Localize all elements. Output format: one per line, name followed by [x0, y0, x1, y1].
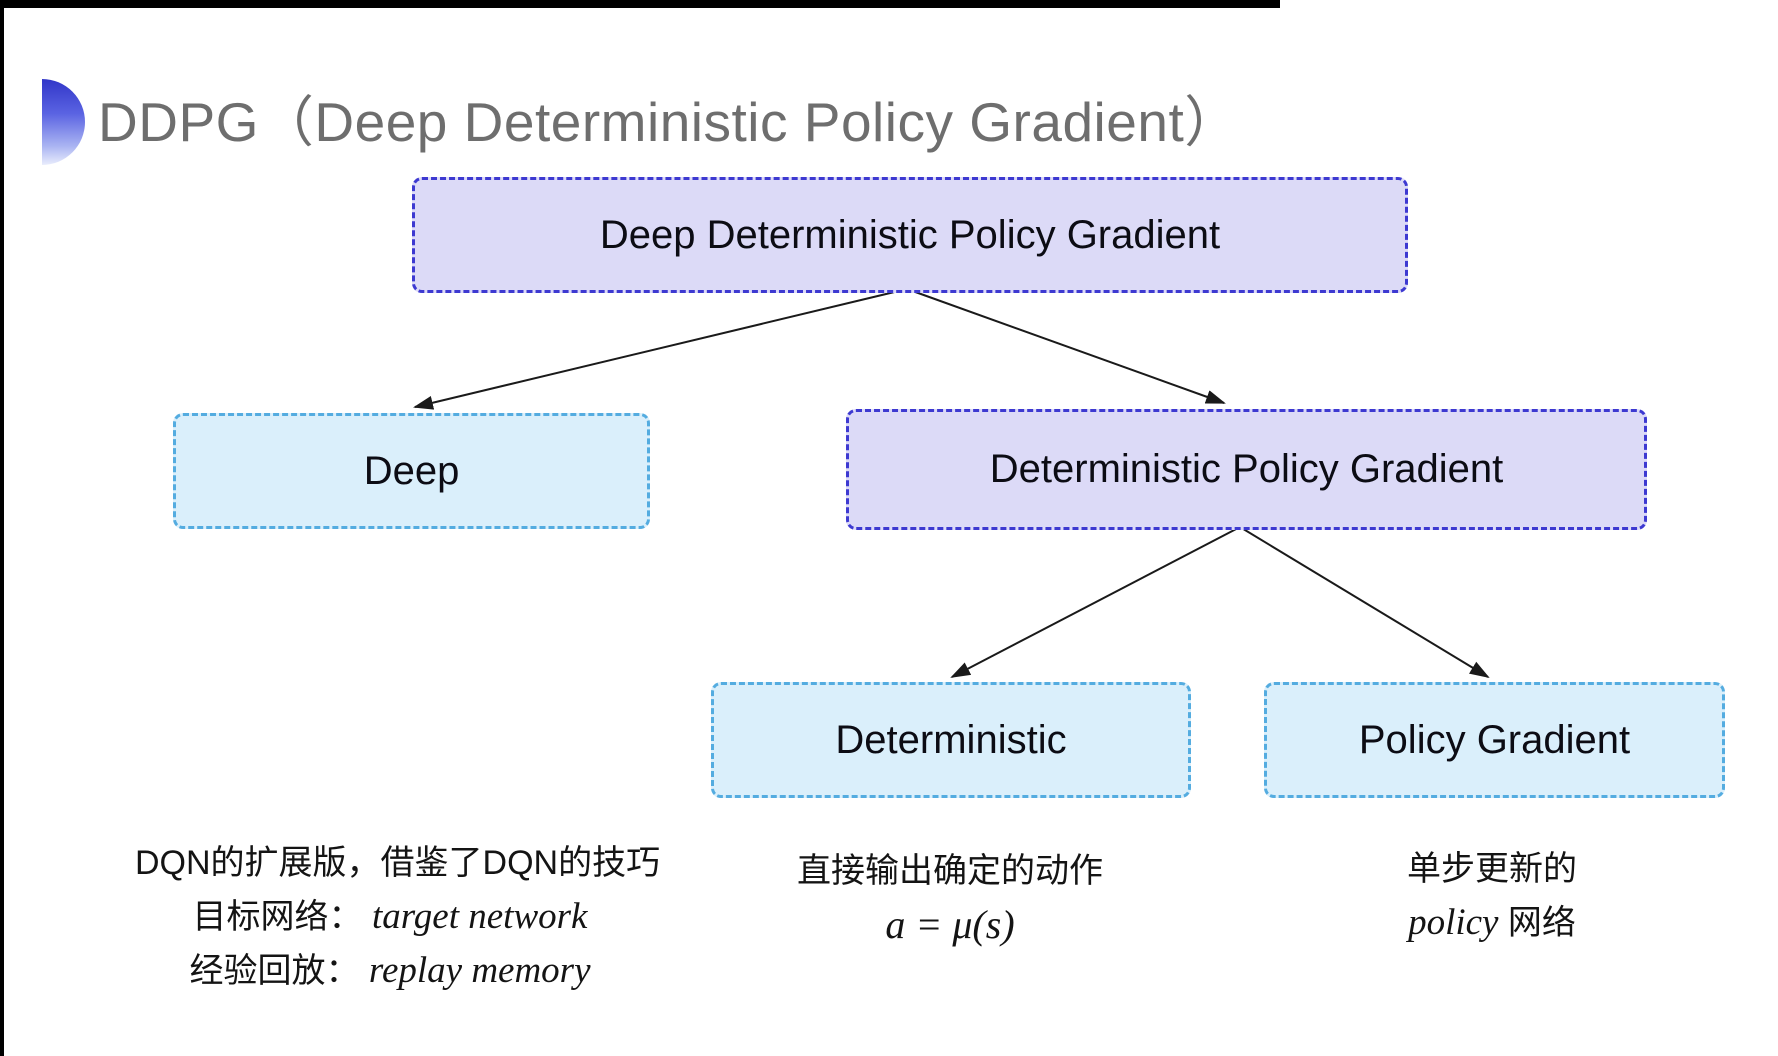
left-black-bar: [0, 0, 4, 1056]
note-deterministic-line1: 直接输出确定的动作: [797, 852, 1103, 890]
semicircle-bullet-icon: [42, 79, 85, 165]
note-deep-line2-term: target network: [371, 896, 588, 937]
node-deep-deterministic-policy-gradient: Deep Deterministic Policy Gradient: [412, 177, 1408, 293]
note-deep-line3-term: replay memory: [368, 950, 591, 991]
arrow-dpg-to-policy-gradient: [1239, 526, 1490, 679]
node-label: Deep Deterministic Policy Gradient: [599, 212, 1221, 257]
note-deep-line3-label: 经验回放：: [189, 952, 360, 990]
note-policy-gradient-term: policy: [1408, 902, 1499, 943]
top-black-bar: [0, 0, 1280, 8]
title-row: DDPG（Deep Deterministic Policy Gradient）: [0, 76, 1778, 168]
note-deterministic: 直接输出确定的动作 a = μ(s): [740, 850, 1160, 958]
note-deterministic-formula: a = μ(s): [885, 902, 1015, 947]
note-deep-line2: 目标网络： target network: [135, 896, 645, 938]
note-deep-line2-label: 目标网络：: [192, 898, 363, 936]
node-label: Deep: [363, 448, 460, 493]
arrow-root-to-dpg: [906, 288, 1226, 404]
note-policy-gradient: 单步更新的 policy 网络: [1282, 848, 1702, 956]
node-label: Policy Gradient: [1358, 717, 1631, 762]
arrow-dpg-to-deterministic: [950, 526, 1241, 678]
page-title: DDPG（Deep Deterministic Policy Gradient）: [98, 91, 1240, 153]
node-policy-gradient: Policy Gradient: [1264, 682, 1725, 798]
note-deep-line3: 经验回放： replay memory: [135, 950, 645, 992]
node-deterministic: Deterministic: [711, 682, 1191, 798]
note-deep: DQN的扩展版，借鉴了DQN的技巧 目标网络： target network 经…: [135, 842, 661, 1004]
node-deep: Deep: [173, 413, 650, 529]
node-label: Deterministic Policy Gradient: [989, 447, 1504, 491]
note-policy-gradient-line1: 单步更新的: [1407, 850, 1577, 888]
arrow-root-to-deep: [413, 288, 908, 410]
node-label: Deterministic: [835, 717, 1067, 762]
note-policy-gradient-suffix: 网络: [1498, 904, 1576, 942]
note-deep-line1: DQN的扩展版，借鉴了DQN的技巧: [135, 844, 661, 882]
node-deterministic-policy-gradient: Deterministic Policy Gradient: [846, 409, 1647, 530]
note-policy-gradient-line2: policy 网络: [1282, 902, 1702, 944]
